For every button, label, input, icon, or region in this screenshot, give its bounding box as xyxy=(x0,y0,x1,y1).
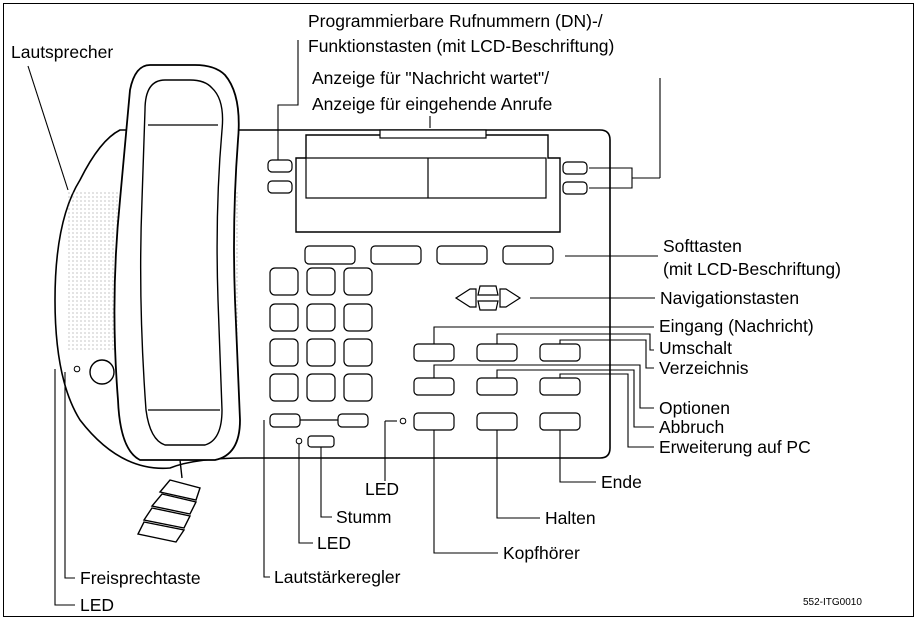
label-mute: Stumm xyxy=(336,507,392,527)
label-hold: Halten xyxy=(545,508,596,528)
label-led-handsfree: LED xyxy=(80,595,115,615)
label-led-headset: LED xyxy=(365,479,400,499)
label-speaker: Lautsprecher xyxy=(11,42,114,62)
label-directory: Verzeichnis xyxy=(659,358,749,378)
lcd-screen xyxy=(305,157,547,199)
label-pc-expansion: Erweiterung auf PC xyxy=(659,437,811,457)
mute-key xyxy=(307,435,335,448)
softkey-3 xyxy=(436,245,488,265)
handsfree-led xyxy=(73,365,81,373)
label-softkeys-line1: Softtasten xyxy=(663,236,742,256)
headset-led xyxy=(399,417,407,425)
mute-led xyxy=(295,437,303,445)
label-goodbye: Ende xyxy=(601,472,642,492)
label-headset: Kopfhörer xyxy=(503,543,580,563)
line-key-left-1 xyxy=(267,159,293,173)
label-softkeys-line2: (mit LCD-Beschriftung) xyxy=(663,259,841,279)
label-handsfree: Freisprechtaste xyxy=(80,568,201,588)
line-key-right-2 xyxy=(562,181,588,195)
line-key-left-2 xyxy=(267,180,293,194)
label-inbox: Eingang (Nachricht) xyxy=(659,316,814,336)
figure-frame xyxy=(3,3,914,617)
label-options: Optionen xyxy=(659,398,731,418)
line-key-right-1 xyxy=(562,161,588,175)
volume-control xyxy=(269,413,369,428)
leader-lines xyxy=(27,40,661,606)
dialpad xyxy=(269,267,373,402)
handset-cord xyxy=(136,459,201,543)
label-programmable-line1: Programmierbare Rufnummern (DN)-/ xyxy=(308,11,603,31)
label-message-line2: Anzeige für eingehende Anrufe xyxy=(312,94,553,114)
message-waiting-indicator xyxy=(379,129,487,139)
label-shift: Umschalt xyxy=(659,338,732,358)
softkey-4 xyxy=(502,245,554,265)
handsfree-key xyxy=(89,359,115,385)
function-keys xyxy=(413,343,581,431)
label-message-line1: Anzeige für "Nachricht wartet"/ xyxy=(312,68,550,88)
softkey-2 xyxy=(370,245,422,265)
label-volume: Lautstärkeregler xyxy=(274,567,401,587)
navigation-cluster xyxy=(454,285,522,311)
label-cancel: Abbruch xyxy=(659,417,725,437)
label-led-mute: LED xyxy=(317,533,352,553)
handset-inner xyxy=(139,79,224,446)
label-navigation: Navigationstasten xyxy=(660,288,800,308)
label-programmable-line2: Funktionstasten (mit LCD-Beschriftung) xyxy=(308,36,615,56)
figure-id: 552-ITG0010 xyxy=(803,597,862,608)
softkey-1 xyxy=(304,245,356,265)
